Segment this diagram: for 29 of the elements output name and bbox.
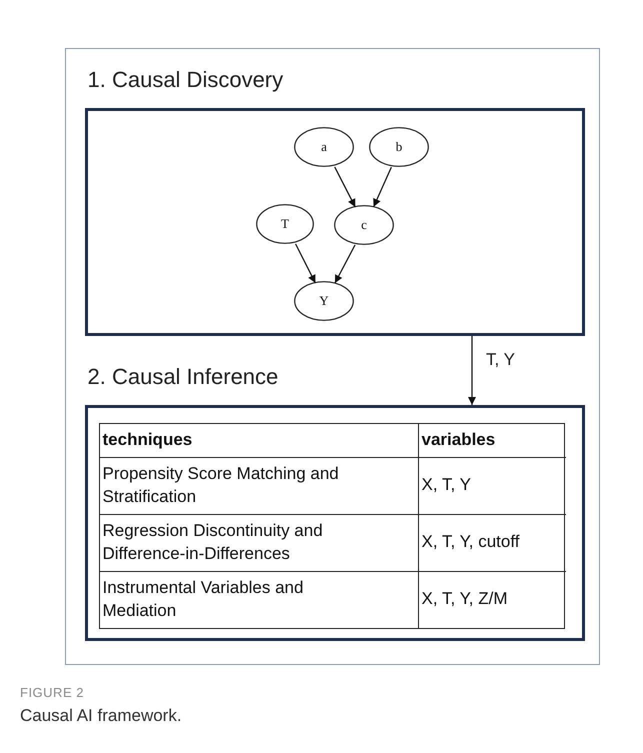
arrow [373, 166, 392, 208]
column-header: variables [422, 428, 496, 451]
node-label: b [396, 139, 402, 155]
variable-node [294, 127, 354, 167]
node-label: Y [319, 293, 329, 309]
node-label: c [361, 217, 367, 233]
figure-number: FIGURE 2 [20, 685, 84, 700]
arrow [295, 244, 316, 284]
section-heading: 1. Causal Discovery [88, 66, 284, 92]
node-label: a [321, 139, 327, 155]
arrow [468, 336, 476, 405]
variable-node [334, 205, 394, 245]
arrow [334, 166, 356, 208]
table-cell-text: X, T, Y, cutoff [422, 531, 520, 554]
caption: Causal AI framework. [20, 706, 182, 726]
column-header: techniques [102, 428, 192, 451]
table-cell-text: X, T, Y [422, 474, 471, 496]
outer-frame [65, 48, 600, 665]
variable-node [256, 204, 314, 244]
table-cell-text: Propensity Score Matching and Stratification [102, 462, 340, 508]
table-cell-text: X, T, Y, Z/M [422, 588, 508, 610]
table-cell-text: Regression Discontinuity and Difference-in-Differences [102, 520, 324, 564]
arrow [334, 244, 356, 284]
edge-label: T, Y [484, 350, 517, 370]
section-heading: 2. Causal Inference [88, 364, 278, 390]
variable-node [294, 281, 354, 321]
node-label: T [281, 216, 289, 232]
table-cell-text: Instrumental Variables and Mediation [102, 576, 304, 622]
variable-node [369, 127, 429, 167]
